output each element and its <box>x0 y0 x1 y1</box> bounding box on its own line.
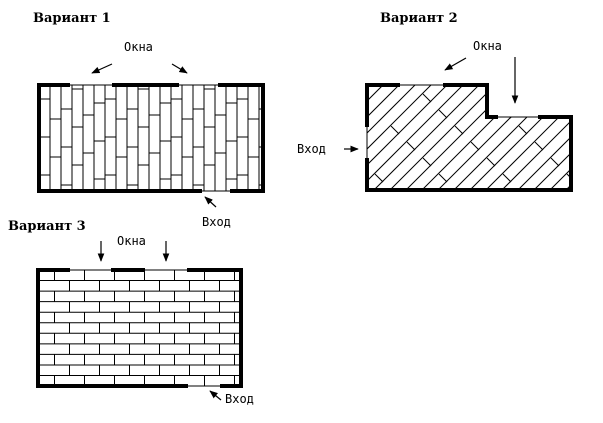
diagonal-joint <box>438 109 448 119</box>
variant-3-wall-left <box>36 268 188 388</box>
diagonal-joint <box>422 157 432 167</box>
diagonal-joint <box>566 173 571 183</box>
variant-3-entrance-arrow <box>209 390 222 401</box>
diagonal-line <box>485 85 571 190</box>
diagonal-line <box>367 85 432 190</box>
variant-1-parquet-pattern <box>39 85 263 191</box>
variant-3-entrance-label: Вход <box>225 392 254 406</box>
diagonal-joint <box>550 157 560 167</box>
diagonal-line <box>389 85 496 190</box>
diagonal-line <box>367 85 416 190</box>
diagonal-line <box>501 85 571 190</box>
diagonal-line <box>367 85 400 190</box>
variant-2-windows-label: Окна <box>473 39 502 53</box>
variant-1-wall-left <box>37 83 202 193</box>
diagonal-joint <box>502 173 512 183</box>
diagonal-joint <box>454 125 464 135</box>
variant-2: Вариант 2 Окна Вход <box>297 11 603 198</box>
diagonal-joint <box>583 126 591 134</box>
diagonal-joint <box>470 141 480 151</box>
variant-2-title: Вариант 2 <box>380 11 458 26</box>
variant-2-herringbone-pattern <box>327 46 603 198</box>
diagonal-line <box>582 85 603 190</box>
diagonal-joint <box>583 190 591 198</box>
variant-1-entrance-arrow <box>204 196 217 208</box>
variant-3-wall-right <box>187 268 243 388</box>
variant-1-title: Вариант 1 <box>33 11 111 26</box>
variant-3: Вариант 3 Окна Вход <box>8 219 254 406</box>
diagonal-joint <box>534 85 544 87</box>
variant-1-entrance-label: Вход <box>202 215 231 229</box>
diagonal-line <box>367 85 368 190</box>
variant-1-windows-arrow-right <box>171 63 188 74</box>
diagonal-joint <box>599 142 603 150</box>
variant-1: Вариант 1 Окна Вход <box>33 11 265 229</box>
diagonal-line <box>549 85 571 190</box>
diagonal-joint <box>406 141 416 151</box>
diagonal-joint <box>550 93 560 103</box>
variant-2-wall-top-left <box>365 83 400 127</box>
variant-2-wall-top-notch <box>443 83 498 119</box>
variant-1-windows-arrow-left <box>91 63 113 74</box>
diagonal-joint <box>518 125 528 135</box>
variant-1-wall-right <box>218 83 265 193</box>
diagonal-joint <box>374 173 384 183</box>
variant-3-brick-pattern <box>38 270 241 386</box>
variant-3-title: Вариант 3 <box>8 219 86 234</box>
variant-2-entrance-label: Вход <box>297 142 326 156</box>
diagonal-line <box>367 85 448 190</box>
diagonal-joint <box>327 190 335 198</box>
diagonal-line <box>598 85 603 190</box>
diagonal-joint <box>583 62 591 70</box>
diagonal-joint <box>599 78 603 86</box>
diagonal-joint <box>438 173 448 183</box>
variant-3-windows-label: Окна <box>117 234 146 248</box>
diagonal-joint <box>503 46 511 54</box>
diagonal-joint <box>567 46 575 54</box>
variant-1-windows-label: Окна <box>124 40 153 54</box>
diagonal-joint <box>534 141 544 151</box>
diagonal-line <box>373 85 480 190</box>
diagonal-joint <box>390 125 400 135</box>
variant-2-windows-arrow-left <box>444 57 467 71</box>
diagonal-line <box>367 85 464 190</box>
diagonal-joint <box>519 62 527 70</box>
diagonal-line <box>533 85 571 190</box>
diagonal-joint <box>422 93 432 103</box>
variant-2-wall-right-bottom <box>365 115 573 192</box>
diagonal-joint <box>486 157 496 167</box>
